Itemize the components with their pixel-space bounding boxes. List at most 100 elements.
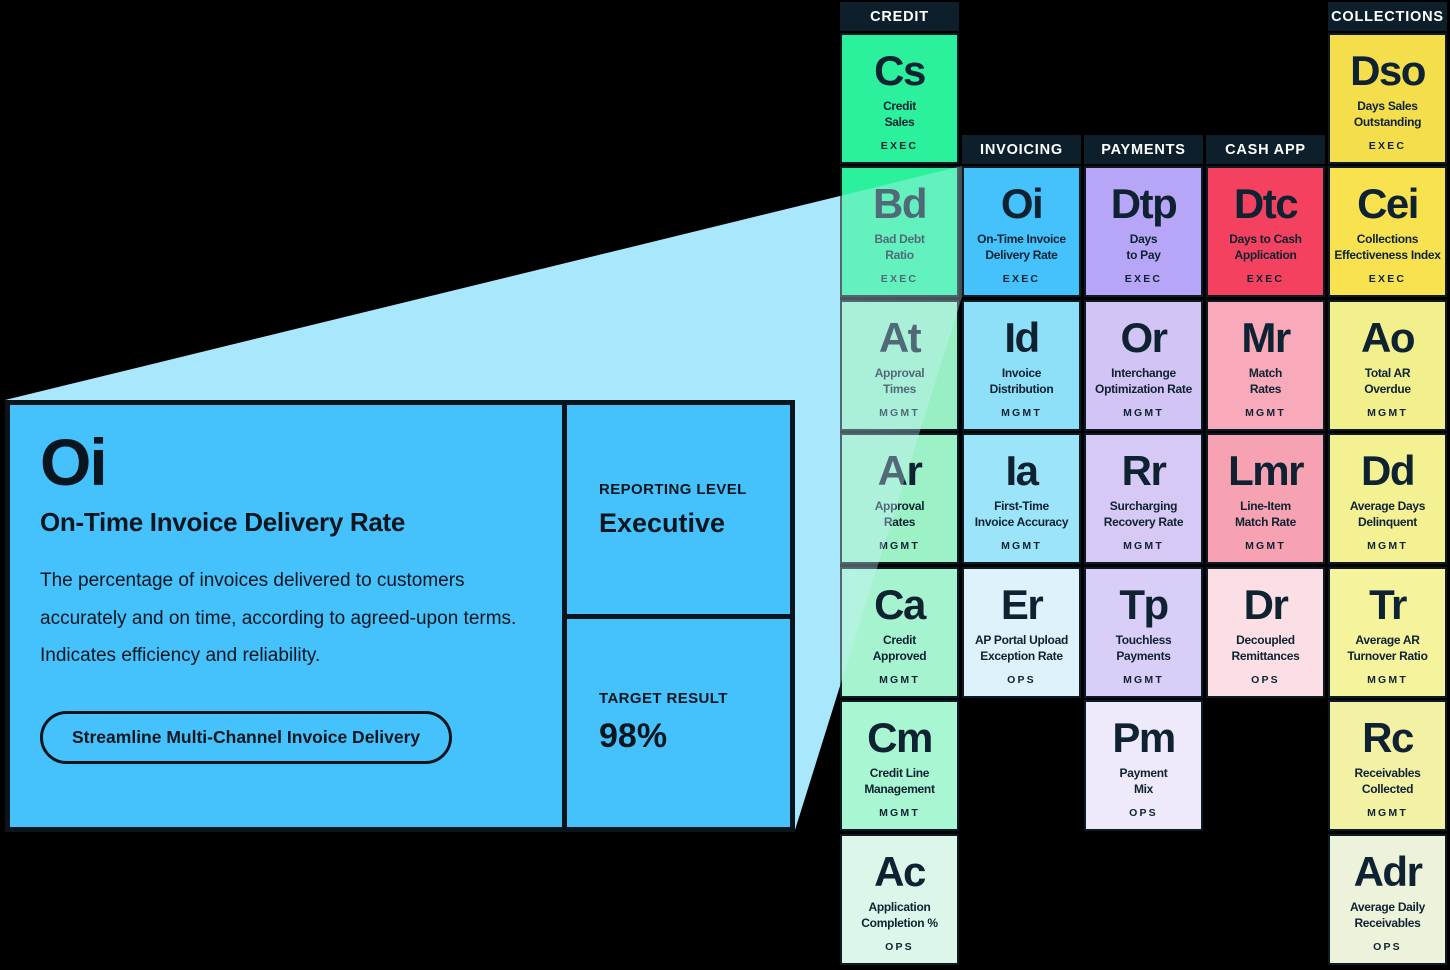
metric-symbol: Cs bbox=[874, 47, 926, 94]
metric-name: Average Daily Receivables bbox=[1349, 900, 1426, 930]
target-result-label: TARGET RESULT bbox=[599, 690, 728, 707]
metric-name: Credit Approved bbox=[872, 633, 927, 663]
metric-level-badge: MGMT bbox=[1123, 540, 1164, 552]
metric-level-badge: MGMT bbox=[879, 540, 920, 552]
metric-name: Payment Mix bbox=[1119, 766, 1168, 796]
metric-level-badge: MGMT bbox=[879, 407, 920, 419]
metric-level-badge: MGMT bbox=[879, 674, 920, 686]
metric-symbol: Rc bbox=[1362, 714, 1414, 761]
metric-level-badge: MGMT bbox=[879, 807, 920, 819]
metric-name: Line-Item Match Rate bbox=[1234, 499, 1296, 529]
metric-symbol: Ia bbox=[1005, 447, 1039, 494]
metric-level-badge: OPS bbox=[1007, 674, 1036, 686]
metric-name: Credit Line Management bbox=[864, 766, 935, 796]
reporting-level-panel: REPORTING LEVEL Executive bbox=[567, 405, 790, 619]
metric-symbol: Adr bbox=[1353, 848, 1423, 895]
metric-symbol: Oi bbox=[1000, 180, 1044, 227]
metric-symbol: Lmr bbox=[1228, 447, 1304, 494]
metric-symbol: Or bbox=[1120, 314, 1168, 361]
metric-name: Approval Times bbox=[874, 366, 925, 396]
metric-symbol: Dso bbox=[1350, 47, 1426, 94]
metric-name: Approval Rates bbox=[874, 499, 925, 529]
metric-symbol: Dtp bbox=[1110, 180, 1178, 227]
column-header-credit: CREDIT bbox=[840, 2, 959, 31]
metric-symbol: Mr bbox=[1241, 314, 1291, 361]
card-action-button[interactable]: Streamline Multi-Channel Invoice Deliver… bbox=[40, 710, 453, 764]
metric-level-badge: MGMT bbox=[1367, 807, 1408, 819]
card-title: On-Time Invoice Delivery Rate bbox=[40, 507, 406, 537]
metric-name: Days to Pay bbox=[1126, 232, 1161, 262]
column-header-cash-app: CASH APP bbox=[1206, 135, 1325, 164]
metric-name: Days Sales Outstanding bbox=[1353, 99, 1422, 129]
card-main-area: Oi On-Time Invoice Delivery Rate The per… bbox=[10, 405, 562, 827]
column-header-invoicing: INVOICING bbox=[962, 135, 1081, 164]
metric-symbol: Er bbox=[1000, 581, 1044, 628]
metric-symbol: Tr bbox=[1369, 581, 1407, 628]
metric-name: Total AR Overdue bbox=[1364, 366, 1411, 396]
metric-name: First-Time Invoice Accuracy bbox=[974, 499, 1069, 529]
metric-symbol: Dtc bbox=[1233, 180, 1299, 227]
reporting-level-label: REPORTING LEVEL bbox=[599, 480, 747, 498]
reporting-level-value: Executive bbox=[599, 507, 726, 538]
metric-level-badge: MGMT bbox=[1245, 540, 1286, 552]
metric-name: On-Time Invoice Delivery Rate bbox=[977, 232, 1066, 262]
metric-level-badge: EXEC bbox=[1246, 273, 1285, 285]
metric-level-badge: OPS bbox=[885, 941, 914, 953]
metric-symbol: Dd bbox=[1361, 447, 1416, 494]
metric-level-badge: EXEC bbox=[1124, 273, 1163, 285]
metric-level-badge: EXEC bbox=[880, 140, 919, 152]
metric-name: Average AR Turnover Ratio bbox=[1347, 633, 1428, 663]
metric-symbol: Id bbox=[1004, 314, 1040, 361]
metric-name: Surcharging Recovery Rate bbox=[1103, 499, 1184, 529]
metric-name: Credit Sales bbox=[883, 99, 916, 129]
column-header-payments: PAYMENTS bbox=[1084, 135, 1203, 164]
metric-name: Collections Effectiveness Index bbox=[1334, 232, 1441, 262]
metric-level-badge: MGMT bbox=[1123, 407, 1164, 419]
metric-symbol: Cei bbox=[1357, 180, 1419, 227]
metric-symbol: Ac bbox=[874, 848, 926, 895]
metric-symbol: Dr bbox=[1243, 581, 1289, 628]
metric-symbol: Bd bbox=[873, 180, 928, 227]
metric-level-badge: EXEC bbox=[1002, 273, 1041, 285]
metric-symbol: Rr bbox=[1121, 447, 1167, 494]
metric-symbol: Ar bbox=[877, 447, 923, 494]
metric-name: AP Portal Upload Exception Rate bbox=[975, 633, 1068, 663]
metric-level-badge: MGMT bbox=[1367, 674, 1408, 686]
target-result-value: 98% bbox=[599, 717, 668, 755]
metric-level-badge: MGMT bbox=[1367, 407, 1408, 419]
metric-name: Invoice Distribution bbox=[989, 366, 1054, 396]
metric-name: Decoupled Remittances bbox=[1231, 633, 1300, 663]
metric-symbol: Ca bbox=[874, 581, 926, 628]
metric-level-badge: MGMT bbox=[1001, 540, 1042, 552]
target-result-panel: TARGET RESULT 98% bbox=[567, 619, 790, 827]
metric-level-badge: MGMT bbox=[1245, 407, 1286, 419]
metric-level-badge: OPS bbox=[1129, 807, 1158, 819]
